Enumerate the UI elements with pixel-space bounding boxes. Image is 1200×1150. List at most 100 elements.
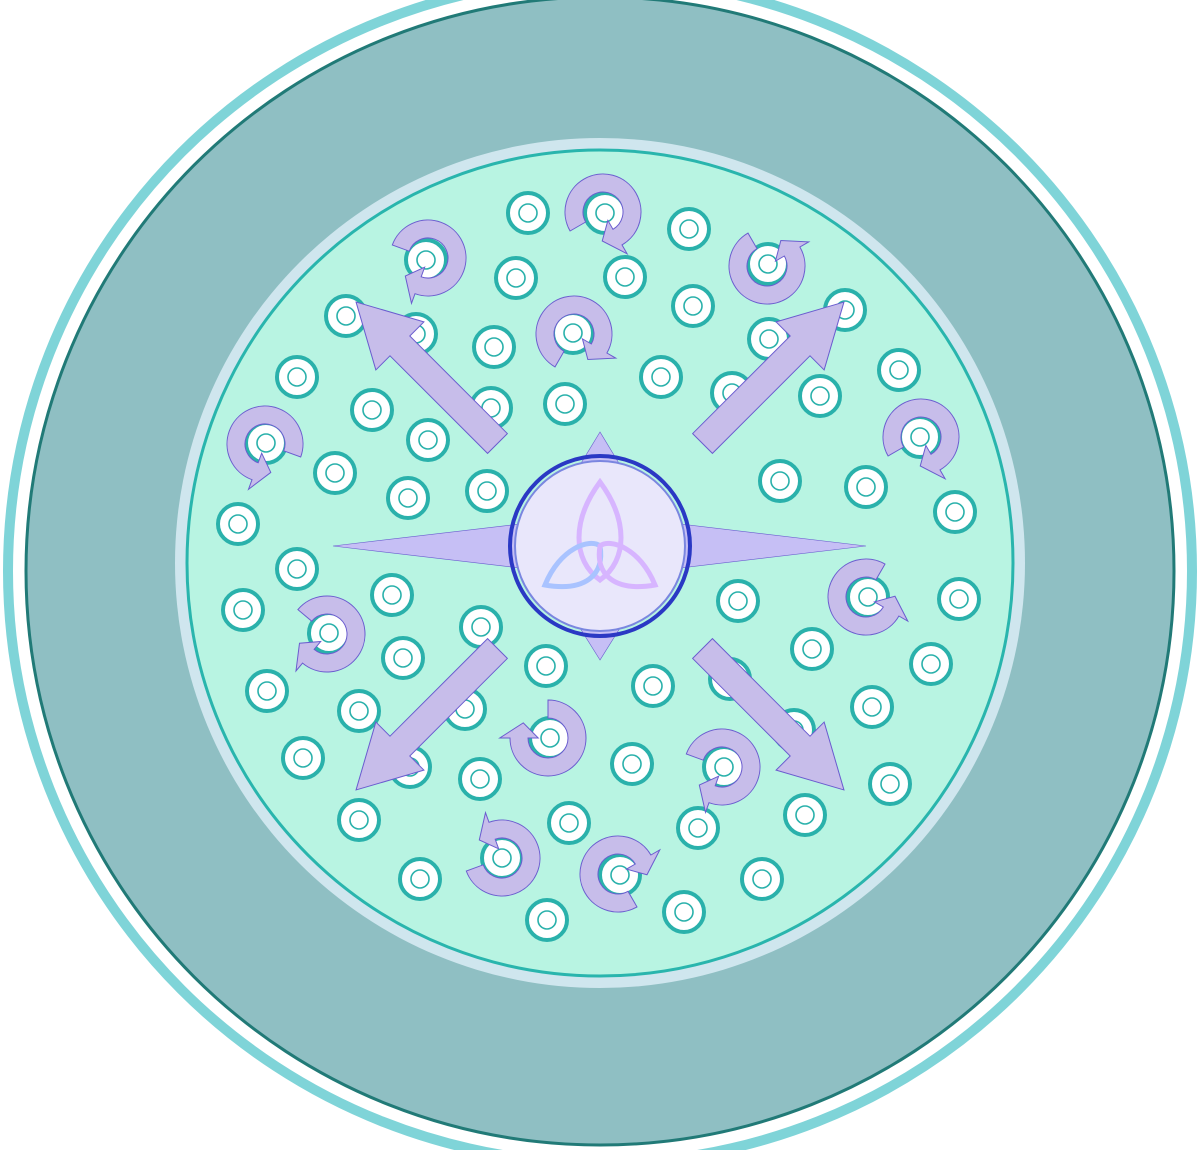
cell-outer-ring (844, 465, 888, 509)
cell-outer-ring (524, 644, 568, 688)
ring-cell-icon (275, 355, 319, 399)
cell-outer-ring (758, 459, 802, 503)
ring-cell-icon (313, 451, 357, 495)
cell-inner-ring (910, 427, 930, 447)
cell-inner-ring (674, 902, 694, 922)
ring-cell-icon (506, 191, 550, 235)
cell-inner-ring (945, 502, 965, 522)
ring-cell-icon (281, 736, 325, 780)
ring-cell-icon (524, 644, 568, 688)
ring-cell-icon (610, 742, 654, 786)
cell-inner-ring (683, 296, 703, 316)
ring-cell-icon (458, 757, 502, 801)
cell-inner-ring (802, 639, 822, 659)
cell-inner-ring (393, 648, 413, 668)
cell-inner-ring (484, 337, 504, 357)
ring-cell-icon (547, 801, 591, 845)
ring-cell-icon (370, 573, 414, 617)
ring-cell-icon (525, 898, 569, 942)
cell-inner-ring (880, 774, 900, 794)
cell-outer-ring (216, 502, 260, 546)
cell-outer-ring (275, 355, 319, 399)
ring-cell-icon (758, 459, 802, 503)
cell-inner-ring (810, 386, 830, 406)
ring-cell-icon (868, 762, 912, 806)
ring-cell-icon (909, 642, 953, 686)
cell-inner-ring (233, 600, 253, 620)
cell-inner-ring (858, 587, 878, 607)
cell-inner-ring (889, 360, 909, 380)
ring-cell-icon (543, 382, 587, 426)
cell-outer-ring (386, 476, 430, 520)
cell-outer-ring (350, 388, 394, 432)
cell-inner-ring (752, 869, 772, 889)
diagonal-arrow-icon (355, 637, 509, 791)
cell-inner-ring (418, 430, 438, 450)
cell-outer-ring (275, 547, 319, 591)
cell-outer-ring (381, 636, 425, 680)
cell-inner-ring (856, 477, 876, 497)
ring-cell-icon (798, 374, 842, 418)
curved-arrow-icon (685, 728, 761, 815)
cell-outer-ring (465, 469, 509, 513)
cell-inner-ring (862, 697, 882, 717)
cell-outer-ring (458, 757, 502, 801)
cell-inner-ring (518, 203, 538, 223)
cell-inner-ring (410, 869, 430, 889)
ring-cell-icon (671, 284, 715, 328)
cell-inner-ring (795, 805, 815, 825)
cell-outer-ring (398, 857, 442, 901)
ring-cell-icon (662, 890, 706, 934)
cell-inner-ring (595, 203, 615, 223)
cell-inner-ring (537, 910, 557, 930)
cell-outer-ring (337, 798, 381, 842)
diagonal-arrow-icon (691, 637, 845, 791)
cell-inner-ring (287, 559, 307, 579)
cell-inner-ring (759, 329, 779, 349)
ring-cell-icon (494, 256, 538, 300)
cell-outer-ring (406, 418, 450, 462)
curved-arrow-icon (535, 295, 618, 368)
cell-inner-ring (615, 267, 635, 287)
curved-arrow-icon (564, 173, 642, 256)
cell-inner-ring (563, 323, 583, 343)
cell-outer-ring (472, 325, 516, 369)
cell-outer-ring (937, 577, 981, 621)
cell-outer-ring (667, 207, 711, 251)
cell-outer-ring (610, 742, 654, 786)
ring-cell-icon (783, 793, 827, 837)
curved-arrow-icon (579, 835, 662, 913)
curved-arrow-icon (882, 398, 960, 481)
cell-inner-ring (319, 623, 339, 643)
cell-inner-ring (257, 681, 277, 701)
cell-outer-ring (783, 793, 827, 837)
cell-inner-ring (398, 488, 418, 508)
cell-inner-ring (228, 514, 248, 534)
ring-cell-icon (398, 857, 442, 901)
ring-cell-icon (877, 348, 921, 392)
diagonal-arrow-icon (691, 301, 845, 455)
cell-outer-ring (221, 588, 265, 632)
cell-inner-ring (540, 728, 560, 748)
cell-inner-ring (714, 757, 734, 777)
triquetra-loop-top (576, 477, 624, 584)
ring-cell-icon (472, 325, 516, 369)
ring-cell-icon (937, 577, 981, 621)
cell-inner-ring (362, 400, 382, 420)
cell-outer-ring (877, 348, 921, 392)
curved-arrow-icon (226, 405, 304, 491)
ring-cell-icon (844, 465, 888, 509)
curved-arrow-icon (498, 699, 587, 777)
swirl-layer (226, 173, 960, 913)
cell-outer-ring (933, 490, 977, 534)
ring-cell-icon (381, 636, 425, 680)
ring-cell-icon (216, 502, 260, 546)
ring-cell-icon (603, 255, 647, 299)
diagonal-arrow-icon (355, 301, 509, 455)
curved-arrow-icon (391, 219, 467, 306)
cell-outer-ring (603, 255, 647, 299)
cell-inner-ring (688, 818, 708, 838)
cell-outer-ring (740, 857, 784, 901)
